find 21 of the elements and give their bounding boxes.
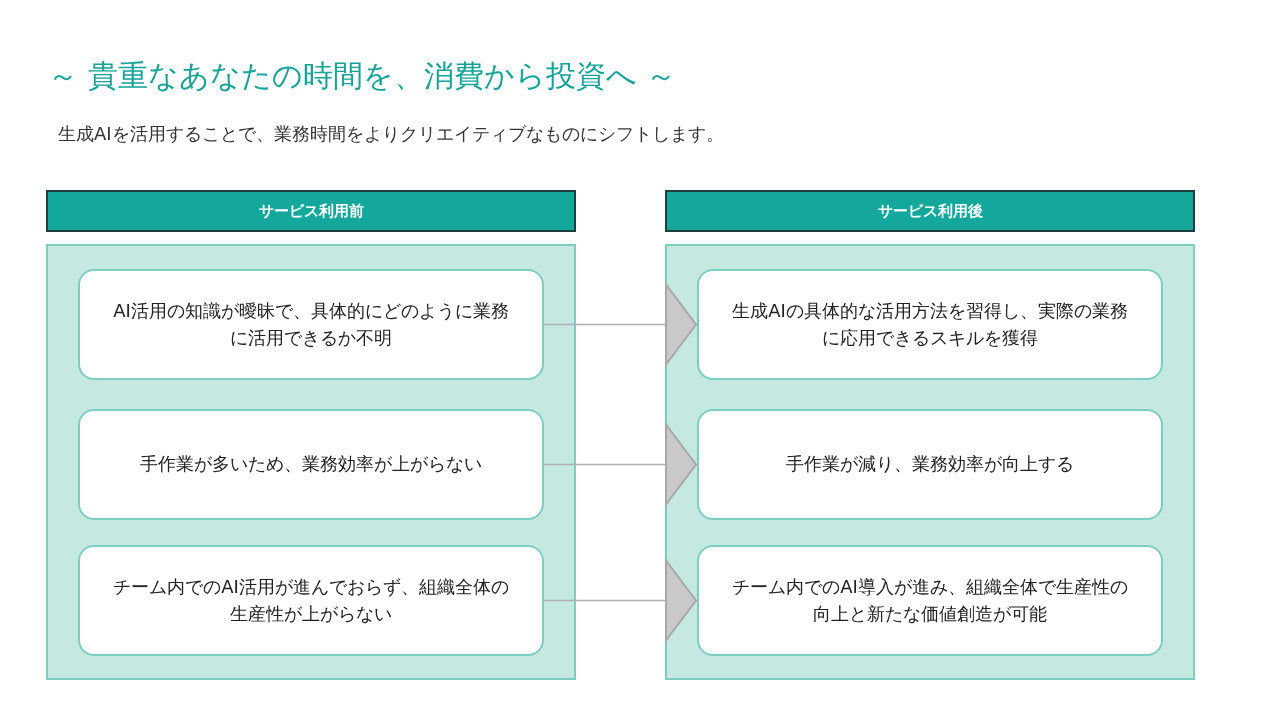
statement-card [697, 409, 1163, 520]
comparison-panel [665, 190, 1195, 680]
panel-header: サービス利用後 [665, 190, 1195, 232]
arrow [543, 559, 698, 642]
card-text: 手作業が多いため、業務効率が上がらない [140, 452, 482, 477]
card-text: チーム内でのAI導入が進み、組織全体で生産性の向上と新たな価値創造が可能 [731, 575, 1129, 626]
panel-header: サービス利用前 [46, 190, 576, 232]
statement-card [78, 545, 544, 656]
comparison-panel [46, 190, 576, 680]
subtitle-text: 生成AIを活用することで、業務時間をよりクリエイティブなものにシフトします。 [58, 122, 724, 146]
statement-card [697, 269, 1163, 380]
card-text: AI活用の知識が曖昧で、具体的にどのように業務に活用できるか不明 [112, 299, 510, 350]
card-text: チーム内でのAI活用が進んでおらず、組織全体の生産性が上がらない [112, 575, 510, 626]
arrow [543, 283, 698, 366]
slide-title: ～ 貴重なあなたの時間を、消費から投資へ ～ [48, 57, 677, 95]
statement-card [78, 409, 544, 520]
card-text: 生成AIの具体的な活用方法を習得し、実際の業務に応用できるスキルを獲得 [731, 299, 1129, 350]
card-text: 手作業が減り、業務効率が向上する [786, 452, 1074, 477]
arrow [543, 423, 698, 506]
statement-card [697, 545, 1163, 656]
statement-card [78, 269, 544, 380]
